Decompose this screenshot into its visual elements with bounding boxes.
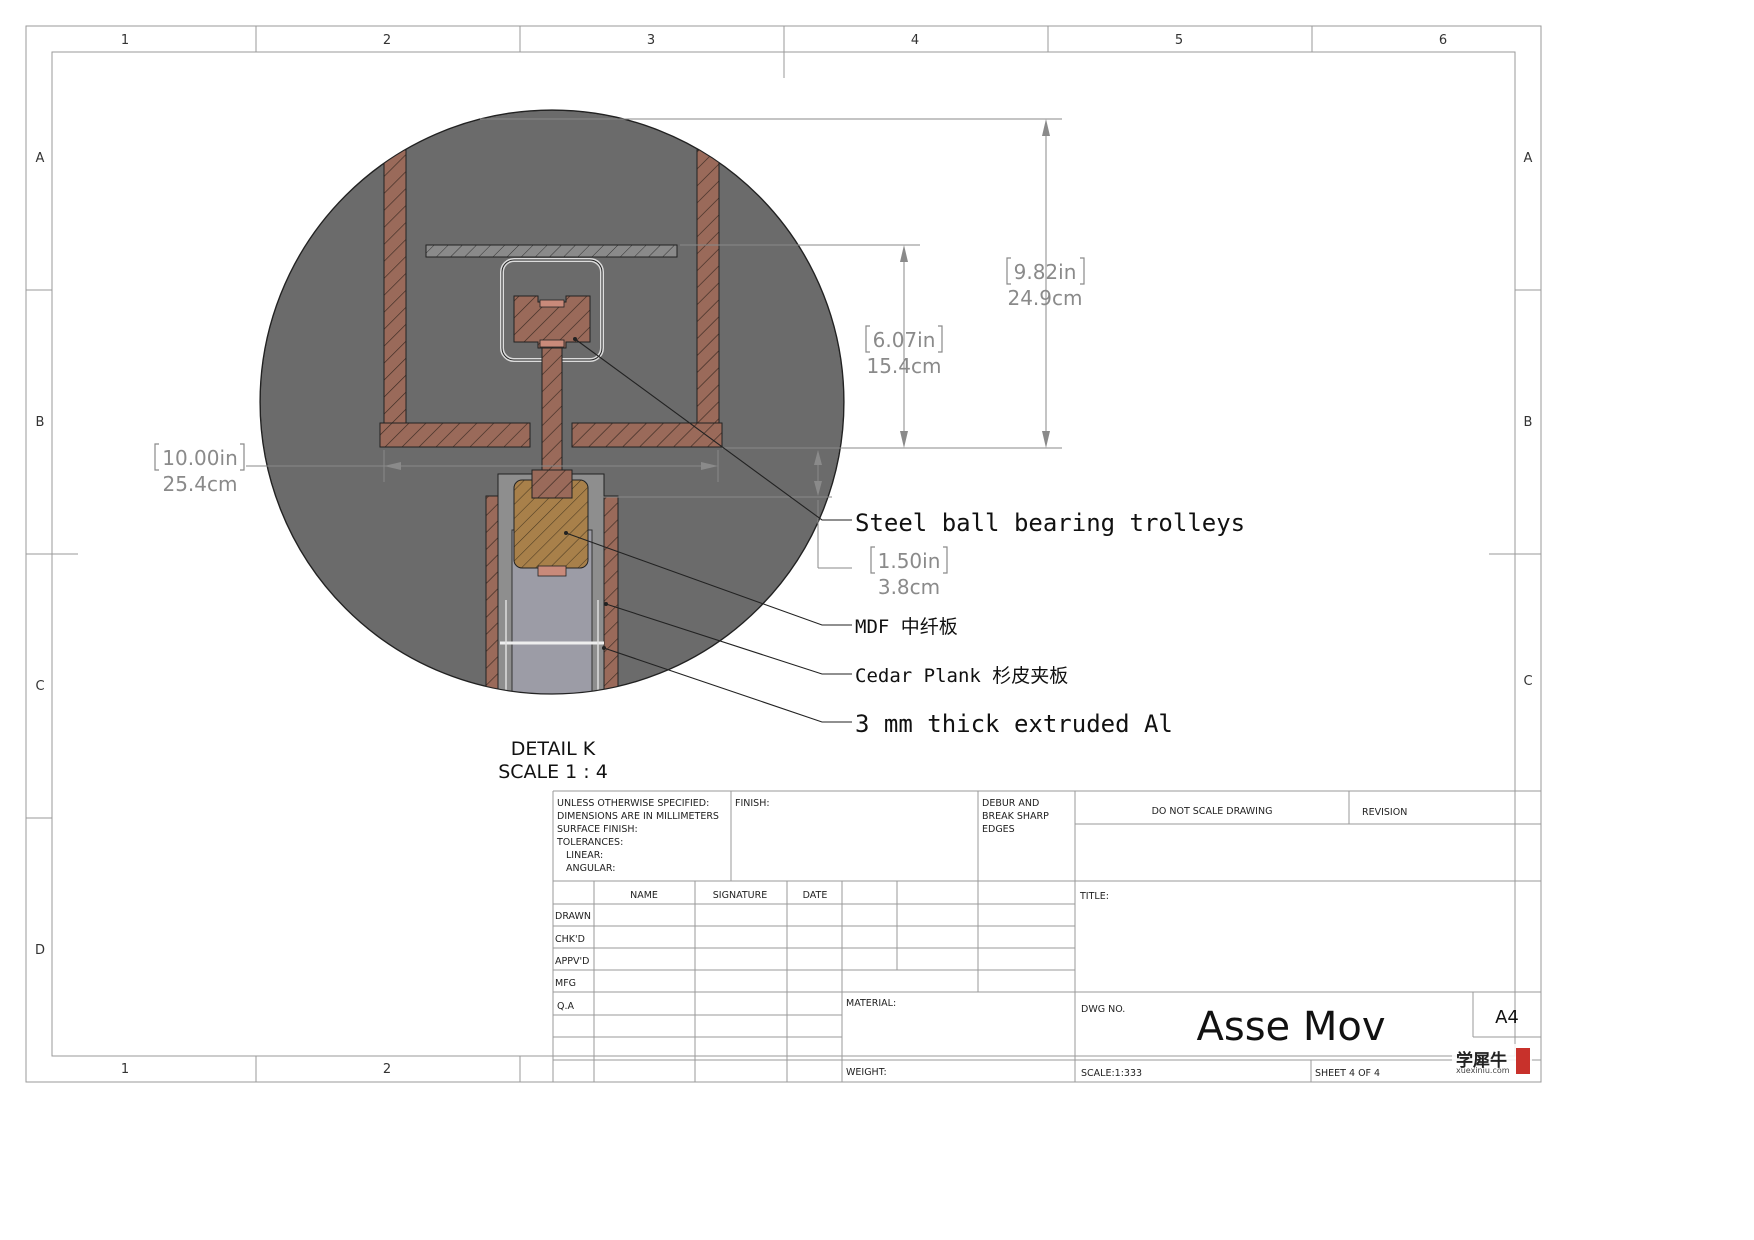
tb-debur-1: BREAK SHARP [982,811,1049,822]
tb-header-name: NAME [630,890,658,901]
zone-row-b-left: B [36,415,45,430]
tb-material: MATERIAL: [846,998,896,1009]
dim-mid-cm: 15.4cm [866,354,941,378]
watermark-url: xuexiniu.com [1456,1066,1510,1075]
tb-revision: REVISION [1362,807,1407,818]
zone-row-c-right: C [1523,674,1532,689]
dimension-arrows [384,119,1050,496]
dim-width-in: 10.00in [162,446,238,470]
zone-col-3-top: 3 [647,33,655,48]
callout-aluminium: 3 mm thick extruded Al [855,710,1173,738]
callout-steel-trolleys: Steel ball bearing trolleys [855,509,1245,537]
zone-col-6-top: 6 [1439,33,1447,48]
zone-row-c-left: C [35,679,44,694]
tb-sheet: SHEET 4 OF 4 [1315,1068,1380,1079]
dim-gap-cm: 3.8cm [878,575,940,599]
callout-mdf: MDF 中纤板 [855,616,958,638]
tb-weight: WEIGHT: [846,1067,887,1078]
tb-note-5: ANGULAR: [566,863,615,874]
floor-plate-left [379,422,531,448]
zone-row-a-right: A [1524,151,1533,166]
tb-debur-0: DEBUR AND [982,798,1039,809]
right-wall [696,149,720,424]
watermark-logo: 学犀牛 xuexiniu.com [1452,1044,1532,1078]
tb-note-0: UNLESS OTHERWISE SPECIFIED: [557,798,709,809]
left-wall [383,149,407,424]
zone-row-a-left: A [36,151,45,166]
tb-title-label: TITLE: [1079,891,1109,902]
tb-note-2: SURFACE FINISH: [557,824,638,835]
tb-header-signature: SIGNATURE [713,890,767,901]
tb-header-date: DATE [803,890,828,901]
zone-col-2-top: 2 [383,33,391,48]
tb-note-1: DIMENSIONS ARE IN MILLIMETERS [557,811,719,822]
hanger-stem [541,347,563,474]
drawing-sheet: 1 2 3 4 5 6 1 2 A B C D A B C [25,25,1542,1083]
detail-title: DETAIL K [511,738,596,760]
dim-mid-in: 6.07in [873,328,936,352]
tb-row-qa: Q.A [557,1001,574,1012]
tb-row-chkd: CHK'D [555,934,585,945]
dim-gap-in: 1.50in [878,549,941,573]
watermark-brand: 学犀牛 [1456,1051,1507,1071]
tb-scale: SCALE:1:333 [1081,1068,1142,1079]
rail-plate [425,244,678,258]
tb-row-drawn: DRAWN [555,911,591,922]
zone-row-b-right: B [1524,415,1533,430]
zone-col-1-bottom: 1 [121,1062,129,1077]
dim-width-cm: 25.4cm [162,472,237,496]
zone-col-1-top: 1 [121,33,129,48]
tb-row-appvd: APPV'D [555,956,589,967]
watermark-stamp-icon [1516,1048,1530,1074]
callout-leaders [565,338,852,723]
zone-col-4-top: 4 [911,33,919,48]
dim-overall-cm: 24.9cm [1007,286,1082,310]
callout-cedar-plank: Cedar Plank 杉皮夹板 [855,665,1068,687]
zone-dividers [26,26,1541,1082]
floor-plate-right [571,422,723,448]
zone-col-5-top: 5 [1175,33,1183,48]
zone-row-d-left: D [35,943,45,958]
zone-col-2-bottom: 2 [383,1062,391,1077]
tb-debur-2: EDGES [982,824,1015,835]
detail-scale: SCALE 1 : 4 [498,761,608,783]
tb-size: A4 [1495,1007,1519,1028]
tb-dwg-no: DWG NO. [1081,1004,1125,1015]
title-block-grid [552,790,1541,1082]
dimension-brackets [154,257,1085,574]
dimension-lines [246,118,1062,569]
dim-overall-in: 9.82in [1014,260,1077,284]
tb-row-mfg: MFG [555,978,576,989]
trolley-block [513,295,591,349]
tb-note-3: TOLERANCES: [556,837,623,848]
tb-do-not-scale: DO NOT SCALE DRAWING [1152,806,1273,817]
tb-finish: FINISH: [735,798,770,809]
tb-note-4: LINEAR: [566,850,603,861]
tb-dwg-name: Asse Mov [1196,1004,1385,1050]
detail-view [260,110,844,694]
